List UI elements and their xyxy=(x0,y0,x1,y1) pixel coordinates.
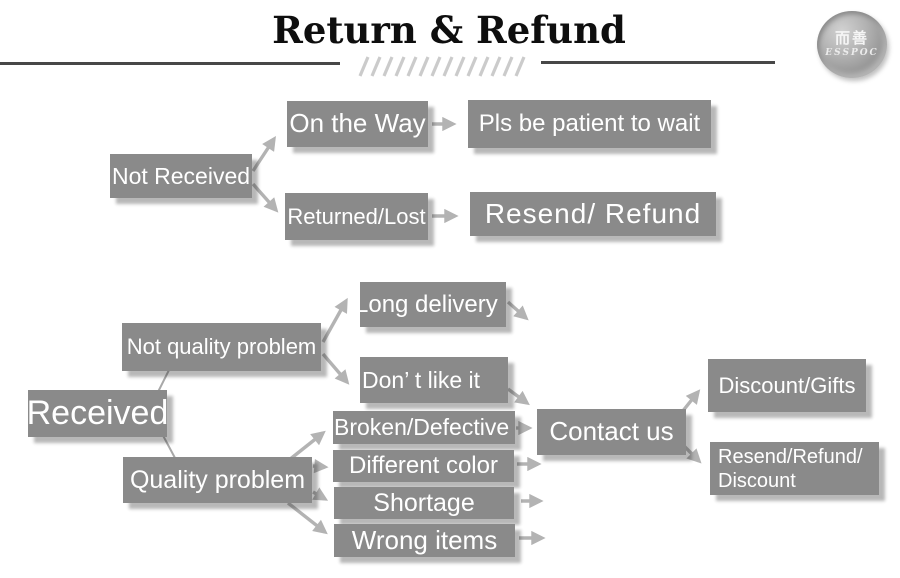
node-pls-be-patient: Pls be patient to wait xyxy=(468,100,711,148)
node-broken-defective: Broken/Defective xyxy=(333,411,515,444)
page-title: Return & Refund xyxy=(272,8,626,52)
header-rule-right xyxy=(541,61,775,64)
arrow-not-received-to-on-the-way xyxy=(251,136,276,172)
node-long-delivery: Long delivery xyxy=(360,282,506,327)
line-received-to-not-quality xyxy=(157,369,170,393)
esspoc-logo: 而善 ESSPOC xyxy=(817,11,887,78)
node-dont-like-it: Don’ t like it xyxy=(360,357,508,403)
node-shortage: Shortage xyxy=(334,487,514,519)
node-returned-lost: Returned/Lost xyxy=(285,193,428,240)
arrow-not-quality-to-dont-like xyxy=(321,352,350,385)
node-on-the-way: On the Way xyxy=(287,101,428,147)
node-resend-refund-discount-line2: Discount xyxy=(718,469,796,492)
node-resend-refund: Resend/ Refund xyxy=(470,192,716,236)
arrow-quality-to-broken xyxy=(287,430,326,462)
arrow-not-quality-to-long-delivery xyxy=(321,297,348,343)
node-different-color: Different color xyxy=(333,450,514,482)
arrow-quality-to-different-color xyxy=(312,458,329,474)
node-contact-us: Contact us xyxy=(537,409,686,455)
logo-chinese-text: 而善 xyxy=(834,29,869,47)
arrow-quality-to-shortage xyxy=(312,487,329,501)
node-resend-refund-discount: Resend/Refund/ Discount xyxy=(710,442,879,495)
arrow-dont-like-to-contact-us xyxy=(506,387,530,406)
header-rule-left xyxy=(0,62,340,65)
node-resend-refund-discount-line1: Resend/Refund/ xyxy=(718,445,863,468)
arrow-not-received-to-returned-lost xyxy=(251,182,279,213)
hatch-marks-decoration xyxy=(358,56,526,77)
node-discount-gifts: Discount/Gifts xyxy=(708,359,866,412)
node-not-received: Not Received xyxy=(110,154,252,198)
node-wrong-items: Wrong items xyxy=(334,524,515,557)
node-quality-problem: Quality problem xyxy=(123,457,312,503)
node-not-quality-problem: Not quality problem xyxy=(122,323,321,371)
arrow-long-delivery-out xyxy=(506,300,529,321)
node-received: Received xyxy=(28,390,167,437)
logo-brand-text: ESSPOC xyxy=(825,48,879,58)
arrow-quality-to-wrong-items xyxy=(286,501,328,535)
